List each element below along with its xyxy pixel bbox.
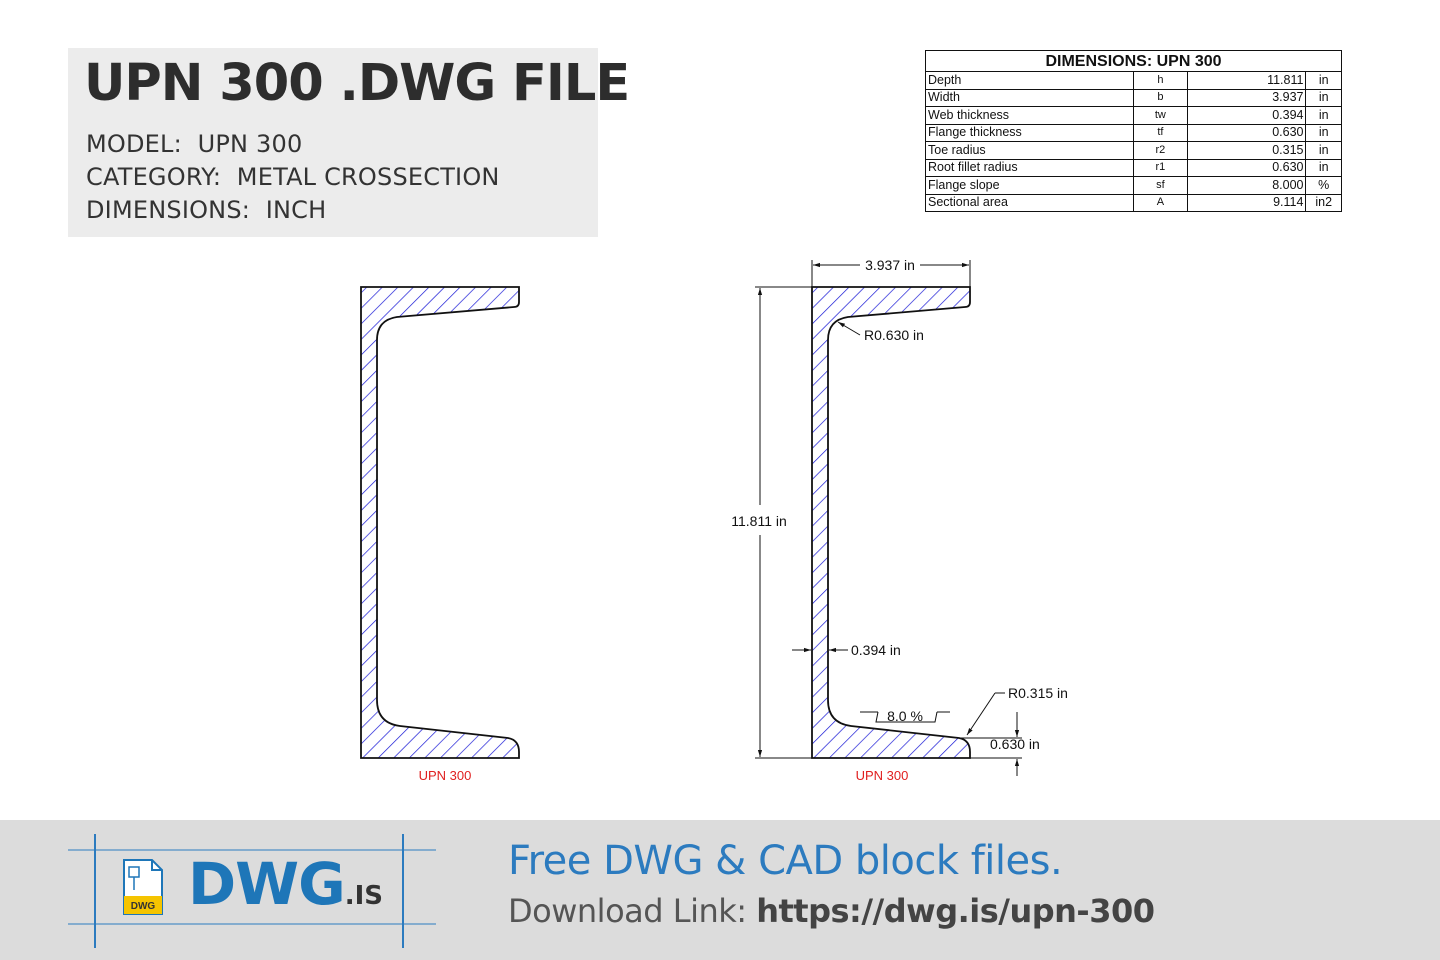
root-radius-dimension: R0.630 in xyxy=(837,321,924,343)
logo-badge: DWG xyxy=(131,901,156,912)
model-value: UPN 300 xyxy=(197,130,303,158)
download-line: Download Link: https://dwg.is/upn-300 xyxy=(508,892,1155,930)
slope-dim-label: 8.0 % xyxy=(887,708,923,724)
left-section-shape xyxy=(360,286,520,759)
logo-frame: DWG xyxy=(68,834,436,948)
table-cell-name: Flange thickness xyxy=(925,123,1134,142)
height-dimension: 11.811 in xyxy=(731,286,812,759)
right-profile: UPN 300 3.937 in 11.811 in R0.630 in 0.3 xyxy=(731,257,1068,783)
table-cell-value: 0.630 xyxy=(1186,123,1307,142)
slope-dimension: 8.0 % xyxy=(860,708,950,724)
table-cell-name: Sectional area xyxy=(925,193,1134,212)
table-cell-unit: in xyxy=(1305,158,1342,177)
model-line: MODEL: UPN 300 xyxy=(86,130,302,158)
table-cell-unit: % xyxy=(1305,176,1342,195)
toe-radius-dimension: R0.315 in xyxy=(966,685,1068,736)
table-title: DIMENSIONS: UPN 300 xyxy=(925,50,1342,72)
width-dim-label: 3.937 in xyxy=(865,257,915,273)
left-profile: UPN 300 xyxy=(360,286,520,783)
table-cell-unit: in xyxy=(1305,106,1342,125)
footer-banner: DWG DWG.IS Free DWG & CAD block files. D… xyxy=(0,820,1440,960)
logo-text: DWG xyxy=(188,850,346,918)
upn-drawing: UPN 300 UPN 300 3.937 in 11.811 in R0.63… xyxy=(360,257,1068,783)
height-dim-label: 11.811 in xyxy=(731,513,787,529)
table-cell-unit: in2 xyxy=(1305,193,1342,212)
dwg-file-icon: DWG xyxy=(123,859,163,915)
dimensions-label: DIMENSIONS: xyxy=(86,196,251,224)
download-label: Download Link: xyxy=(508,892,747,930)
dimensions-value: INCH xyxy=(265,196,327,224)
right-caption: UPN 300 xyxy=(856,768,909,783)
category-label: CATEGORY: xyxy=(86,163,222,191)
model-label: MODEL: xyxy=(86,130,182,158)
flange-dim-label: 0.630 in xyxy=(990,736,1040,752)
table-cell-value: 8.000 xyxy=(1186,176,1307,195)
info-panel: UPN 300 .DWG FILE MODEL: UPN 300 CATEGOR… xyxy=(68,48,630,237)
dimensions-line: DIMENSIONS: INCH xyxy=(86,196,326,224)
left-caption: UPN 300 xyxy=(419,768,472,783)
right-section-shape xyxy=(811,286,971,759)
category-value: METAL CROSSECTION xyxy=(236,163,500,191)
category-line: CATEGORY: METAL CROSSECTION xyxy=(86,163,500,191)
flange-dimension: 0.630 in xyxy=(960,712,1040,776)
root-radius-label: R0.630 in xyxy=(864,327,924,343)
width-dimension: 3.937 in xyxy=(811,257,971,287)
tagline: Free DWG & CAD block files. xyxy=(508,838,1063,884)
toe-radius-label: R0.315 in xyxy=(1008,685,1068,701)
table-cell-value: 0.394 xyxy=(1186,106,1307,125)
page-title: UPN 300 .DWG FILE xyxy=(84,54,630,113)
web-dim-label: 0.394 in xyxy=(851,642,901,658)
table-cell-value: 9.114 xyxy=(1186,193,1307,212)
table-cell-name: Web thickness xyxy=(925,106,1134,125)
web-dimension: 0.394 in xyxy=(792,642,901,658)
logo[interactable]: DWG.IS xyxy=(188,850,383,918)
logo-suffix: .IS xyxy=(344,881,384,911)
download-link[interactable]: https://dwg.is/upn-300 xyxy=(756,892,1155,930)
